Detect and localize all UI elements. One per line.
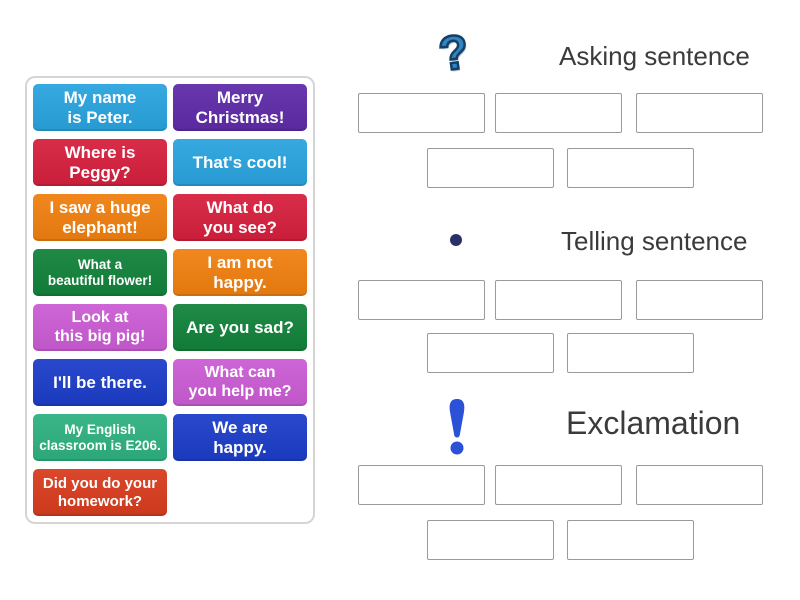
word-tile[interactable]: Are you sad? [173, 304, 307, 351]
word-tile[interactable]: I saw a huge elephant! [33, 194, 167, 241]
drop-slot[interactable] [567, 520, 694, 560]
question-mark-icon: ? [435, 24, 474, 83]
drop-slot[interactable] [567, 333, 694, 373]
drop-slot[interactable] [427, 333, 554, 373]
word-tile[interactable]: We are happy. [173, 414, 307, 461]
word-tile[interactable]: Did you do your homework? [33, 469, 167, 516]
drop-slot[interactable] [495, 280, 622, 320]
drop-slot[interactable] [358, 465, 485, 505]
group-title: Exclamation [566, 405, 741, 441]
word-tile[interactable]: What a beautiful flower! [33, 249, 167, 296]
drop-slot[interactable] [427, 148, 554, 188]
word-tile[interactable]: My name is Peter. [33, 84, 167, 131]
word-bank-panel: My name is Peter. Merry Christmas! Where… [25, 76, 315, 524]
period-dot-icon [450, 234, 462, 246]
drop-slot[interactable] [358, 280, 485, 320]
word-tile[interactable]: Where is Peggy? [33, 139, 167, 186]
group-title: Telling sentence [561, 226, 748, 256]
word-tile[interactable]: I am not happy. [173, 249, 307, 296]
drop-slot[interactable] [636, 93, 763, 133]
drop-slot[interactable] [567, 148, 694, 188]
word-tile[interactable]: Merry Christmas! [173, 84, 307, 131]
drop-slot[interactable] [495, 465, 622, 505]
word-tile[interactable]: What can you help me? [173, 359, 307, 406]
drop-slot[interactable] [636, 280, 763, 320]
exclamation-mark-icon [446, 398, 468, 461]
word-tile[interactable]: I'll be there. [33, 359, 167, 406]
drop-slot[interactable] [427, 520, 554, 560]
word-tile[interactable]: What do you see? [173, 194, 307, 241]
drop-slot[interactable] [495, 93, 622, 133]
word-tile[interactable]: Look at this big pig! [33, 304, 167, 351]
drop-slot[interactable] [636, 465, 763, 505]
drop-slot[interactable] [358, 93, 485, 133]
word-tile[interactable]: That's cool! [173, 139, 307, 186]
word-tile[interactable]: My English classroom is E206. [33, 414, 167, 461]
group-title: Asking sentence [559, 41, 750, 71]
